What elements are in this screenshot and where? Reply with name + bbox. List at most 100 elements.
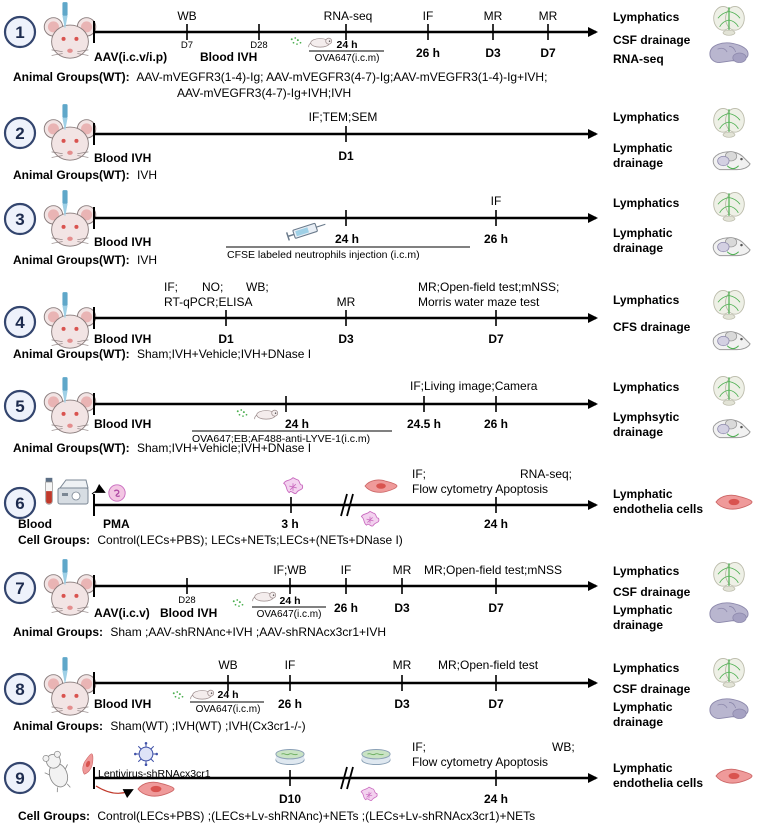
- panel-8-groups-line1: Sham(WT) ;IVH(WT) ;IVH(Cx3cr1-/-): [110, 719, 305, 733]
- panel-2-outcome-lymphatic: Lymphatic: [613, 141, 673, 155]
- panel-7-label-mr-behavior: MR;Open-field test;mNSS: [424, 563, 562, 577]
- panel-1-label-if: IF: [423, 9, 434, 23]
- panel-1-model: Blood IVH: [200, 50, 257, 64]
- brain-top-icon: [713, 375, 745, 406]
- panel-6-break-line: [340, 493, 348, 517]
- panel-5-time-24h: 24 h: [285, 417, 309, 431]
- panel-7-outcome-csf: CSF drainage: [613, 585, 691, 599]
- panel-5-outcome-lymphsytic: Lymphsytic: [613, 410, 680, 424]
- panel-1-day-d28: D28: [250, 40, 267, 51]
- panel-3-groups-heading: Animal Groups(WT):: [13, 253, 130, 267]
- panel-8-label-mr: MR: [393, 658, 412, 672]
- mouse-head-icon: [43, 574, 97, 616]
- culture-dish-icon: [275, 748, 305, 766]
- panel-3-number: 3: [15, 210, 24, 229]
- mouse-head-icon: [43, 392, 97, 434]
- brain-top-icon: [713, 657, 745, 688]
- syringe-icon: [285, 219, 328, 242]
- panel-1-groups: Animal Groups(WT): AAV-mVEGFR3(1-4)-Ig; …: [13, 70, 547, 84]
- mouse-head-icon: [43, 17, 97, 59]
- panel-5-groups-heading: Animal Groups(WT):: [13, 441, 130, 455]
- panel-2-groups-heading: Animal Groups(WT):: [13, 168, 130, 182]
- panel-7-groups: Animal Groups: Sham ;AAV-shRNAnc+IVH ;AA…: [13, 625, 386, 639]
- panel-9-break-line: [340, 766, 348, 790]
- panel-6-groups-heading: Cell Groups:: [18, 533, 90, 547]
- panel-3-badge: 3: [3, 202, 37, 236]
- panel-7-time-24h: 24 h: [279, 595, 300, 607]
- panel-3-groups-line1: IVH: [137, 253, 157, 267]
- panel-1-number: 1: [15, 23, 24, 42]
- panel-7-model: Blood IVH: [160, 606, 217, 620]
- panel-4-label-morris: Morris water maze test: [418, 295, 540, 309]
- panel-2-groups: Animal Groups(WT): IVH: [13, 168, 157, 182]
- panel-4-label-qpcr-elisa: RT-qPCR;ELISA: [164, 295, 252, 309]
- panel-1-day-d7: D7: [181, 40, 193, 51]
- panel-1-time-d7: D7: [540, 46, 556, 60]
- panel-9-label-flow: Flow cytometry Apoptosis: [412, 755, 548, 769]
- mouse-head-side-icon: [712, 418, 751, 439]
- panel-5-time-24-5h: 24.5 h: [407, 417, 441, 431]
- brain-side-icon: [709, 42, 749, 64]
- panel-4-groups-heading: Animal Groups(WT):: [13, 347, 130, 361]
- panel-2-model: Blood IVH: [94, 151, 151, 165]
- panel-9-time-24h: 24 h: [484, 792, 508, 806]
- panel-3-model: Blood IVH: [94, 235, 151, 249]
- panel-7-outcome-lymphatics: Lymphatics: [613, 564, 680, 578]
- panel-4-label-if: IF;: [164, 280, 178, 294]
- panel-5-time-26h: 26 h: [484, 417, 508, 431]
- blood-tube-icon: [45, 477, 53, 505]
- panel-4-number: 4: [15, 313, 25, 332]
- mouse-head-icon: [43, 674, 97, 716]
- panel-9-badge: 9: [3, 761, 37, 795]
- panel-6-badge: 6: [3, 486, 37, 520]
- panel-5-number: 5: [15, 397, 24, 416]
- panel-8-outcome-lymphatics: Lymphatics: [613, 661, 680, 675]
- panel-1-outcome-rnaseq: RNA-seq: [613, 52, 664, 66]
- brain-top-icon: [713, 191, 745, 222]
- tracer-dots-icon: [232, 599, 244, 607]
- panel-7-number: 7: [15, 579, 24, 598]
- tracer-dots-icon: [236, 409, 248, 417]
- panel-9-time-d10: D10: [279, 792, 301, 806]
- tracer-dots-icon: [290, 37, 302, 45]
- panel-8-label-wb: WB: [218, 658, 237, 672]
- panel-3-groups: Animal Groups(WT): IVH: [13, 253, 157, 267]
- panel-8-time-d3: D3: [394, 697, 410, 711]
- panel-8-outcome-lymphatic: Lymphatic: [613, 700, 673, 714]
- arrow-icon: [91, 483, 106, 495]
- mouse-head-side-icon: [712, 236, 751, 257]
- panel-1-label-wb: WB: [177, 9, 196, 23]
- panel-3-time-24h: 24 h: [335, 232, 359, 246]
- panel-5-injection: OVA647;EB;AF488-anti-LYVE-1(i.c.m): [192, 433, 370, 445]
- neutrophil-icon: [108, 484, 126, 502]
- panel-4: 4 IF; NO; WB; RT-qPCR;ELISA MR MR;Open-f…: [3, 280, 751, 361]
- lentivirus-icon: [134, 742, 158, 766]
- panel-8-time-26h: 26 h: [278, 697, 302, 711]
- endothelial-cell-icon: [137, 781, 175, 797]
- brain-top-icon: [713, 5, 745, 36]
- panel-8-number: 8: [15, 680, 24, 699]
- panel-6-number: 6: [15, 494, 24, 513]
- panel-9-break-line: [346, 766, 354, 790]
- mouse-head-icon: [43, 119, 97, 161]
- pipette-icon: [62, 104, 68, 130]
- panel-8-label-mr-behavior: MR;Open-field test: [438, 658, 539, 672]
- panel-3-outcome-drainage: drainage: [613, 241, 663, 255]
- panel-6-source: Blood: [18, 517, 52, 531]
- panel-7-outcome-lymphatic: Lymphatic: [613, 603, 673, 617]
- panel-1-time-d3: D3: [485, 46, 501, 60]
- mouse-head-side-icon: [712, 330, 751, 351]
- panel-2-outcome-lymphatics: Lymphatics: [613, 110, 680, 124]
- panel-1-time-24h: 24 h: [336, 39, 357, 51]
- panel-6-groups: Cell Groups: Control(LECs+PBS); LECs+NET…: [18, 533, 403, 547]
- panel-7-time-d7: D7: [488, 601, 504, 615]
- net-icon: [360, 510, 380, 527]
- mouse-head-side-icon: [712, 150, 751, 171]
- panel-3: 3 IF 24 h 26 h CFSE labeled neutrophils …: [3, 190, 751, 267]
- panel-7-day-d28: D28: [178, 595, 195, 606]
- injected-mouse-icon: [252, 591, 277, 602]
- panel-2-number: 2: [15, 124, 24, 143]
- panel-6-outcome-cells: endothelia cells: [613, 502, 703, 516]
- panel-1-groups-heading: Animal Groups(WT):: [13, 70, 130, 84]
- panel-6-label-flow: Flow cytometry Apoptosis: [412, 482, 548, 496]
